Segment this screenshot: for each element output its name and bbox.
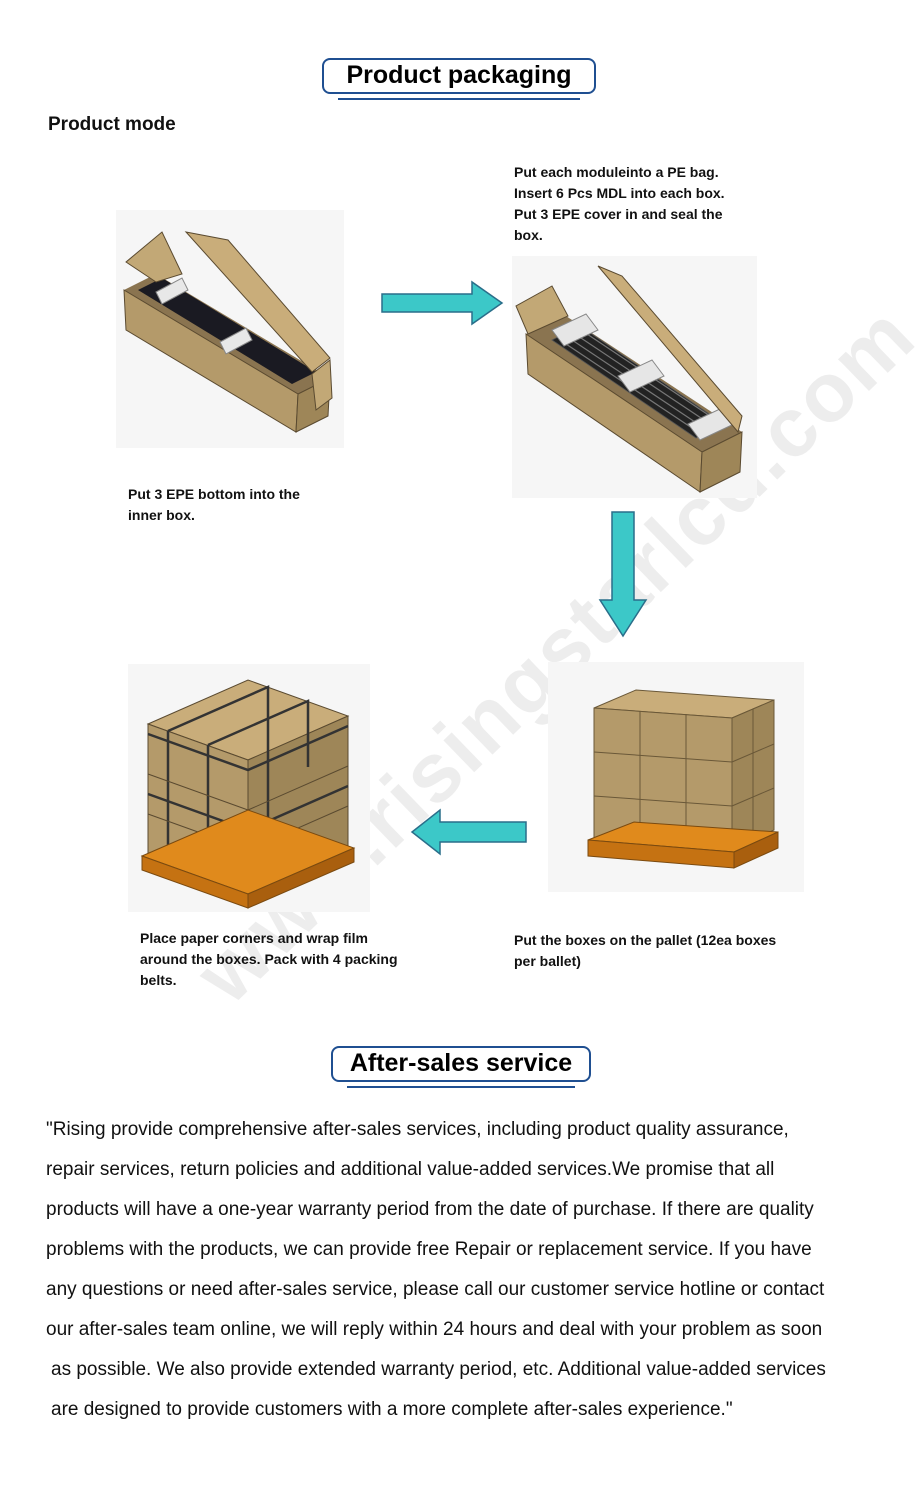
- paragraph-line: as possible. We also provide extended wa…: [51, 1359, 826, 1380]
- step2-image: [512, 256, 757, 498]
- paragraph-line: are designed to provide customers with a…: [51, 1399, 733, 1420]
- step2-caption: Put each moduleinto a PE bag. Insert 6 P…: [514, 164, 725, 243]
- paragraph-line: products will have a one-year warranty p…: [46, 1199, 814, 1220]
- arrow-right-icon: [381, 280, 504, 326]
- after-sales-title: After-sales service: [331, 1046, 591, 1088]
- product-mode-label: Product mode: [48, 114, 176, 135]
- paragraph-line: any questions or need after-sales servic…: [46, 1279, 825, 1300]
- step1-caption: Put 3 EPE bottom into the inner box.: [128, 486, 300, 523]
- step1-image: [116, 210, 344, 448]
- after-sales-title-text: After-sales service: [349, 1049, 573, 1077]
- packaging-title-text: Product packaging: [346, 61, 572, 89]
- step4-image: [128, 664, 370, 912]
- paragraph-line: our after-sales team online, we will rep…: [46, 1319, 823, 1340]
- step4-caption: Place paper corners and wrap film around…: [140, 930, 398, 988]
- paragraph-line: repair services, return policies and add…: [46, 1159, 775, 1180]
- arrow-left-icon: [410, 808, 527, 856]
- paragraph-line: "Rising provide comprehensive after-sale…: [46, 1119, 789, 1140]
- step3-image: [548, 662, 804, 892]
- packaging-title: Product packaging: [322, 58, 596, 100]
- after-sales-paragraph: "Rising provide comprehensive after-sale…: [46, 1110, 891, 1430]
- step3-caption: Put the boxes on the pallet (12ea boxes …: [514, 932, 777, 969]
- arrow-down-icon: [598, 511, 648, 638]
- paragraph-line: problems with the products, we can provi…: [46, 1239, 812, 1260]
